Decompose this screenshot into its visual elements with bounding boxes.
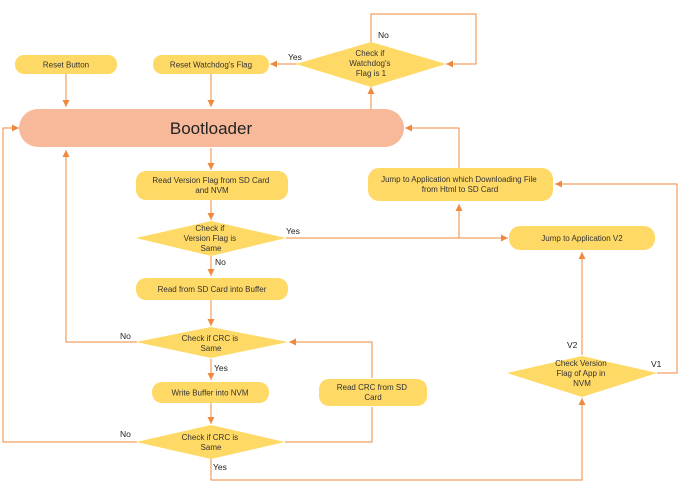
check-watchdog-shape: [296, 42, 446, 87]
check-watchdog-label: Check if Watchdog's Flag is 1: [349, 49, 392, 78]
read-version-line-1: Read Version Flag from SD Card: [152, 176, 269, 185]
jump-v2-shape: [509, 226, 655, 250]
check-version-app-line-1: Check Version: [555, 359, 607, 368]
edge-jump-download-to-bootloader: [405, 124, 460, 168]
jump-download-label: Jump to Application which Downloading Fi…: [381, 175, 539, 194]
check-crc-1-line-1: Check if CRC is: [182, 334, 238, 343]
check-crc-1-shape: [136, 327, 288, 358]
check-crc-2-label: Check if CRC is Same: [182, 433, 241, 452]
check-version-app-node: Check Version Flag of App in NVM: [507, 356, 657, 397]
jump-download-node: Jump to Application which Downloading Fi…: [368, 168, 553, 201]
v2-label: V2: [567, 340, 578, 350]
crc2-yes-label: Yes: [213, 462, 227, 472]
reset-button-node: Reset Button: [15, 55, 117, 74]
v1-label: V1: [651, 359, 662, 369]
reset-watchdog-label: Reset Watchdog's Flag: [170, 61, 252, 70]
read-version-line-2: and NVM: [195, 186, 229, 195]
crc1-no-label: No: [120, 331, 131, 341]
check-crc-2-shape: [136, 425, 285, 459]
read-crc-node: Read CRC from SD Card: [319, 379, 427, 406]
reset-watchdog-shape: [153, 55, 269, 74]
check-crc-1-line-2: Same: [201, 344, 222, 353]
check-watchdog-node: Check if Watchdog's Flag is 1: [296, 42, 446, 87]
check-version-app-line-2: Flag of App in: [556, 369, 605, 378]
check-crc-2-line-2: Same: [201, 443, 222, 452]
edge-labels: No Yes Yes No No Yes No Yes V1 V2: [120, 30, 662, 472]
edge-crc2-to-read-crc: [285, 407, 373, 443]
bootloader-node: Bootloader: [19, 109, 404, 147]
reset-watchdog-node: Reset Watchdog's Flag: [153, 55, 269, 74]
check-crc-2-node: Check if CRC is Same: [136, 425, 285, 459]
check-version-line-1: Check if: [195, 224, 225, 233]
read-crc-line-1: Read CRC from SD: [337, 383, 407, 392]
read-sd-buffer-node: Read from SD Card into Buffer: [136, 278, 288, 300]
edge-crc2-yes: [210, 398, 586, 481]
check-version-app-shape: [507, 356, 657, 397]
check-version-app-line-3: NVM: [573, 379, 591, 388]
check-crc-1-label: Check if CRC is Same: [182, 334, 241, 353]
read-version-shape: [136, 171, 288, 200]
jump-v2-node: Jump to Application V2: [509, 226, 655, 250]
read-crc-label: Read CRC from SD Card: [337, 383, 409, 402]
read-sd-buffer-shape: [136, 278, 288, 300]
edge-crc2-no: [2, 124, 137, 443]
jump-download-line-2: from Html to SD Card: [422, 185, 498, 194]
check-version-shape: [136, 221, 286, 256]
check-crc-1-node: Check if CRC is Same: [136, 327, 288, 358]
watchdog-yes-label: Yes: [288, 52, 302, 62]
read-crc-shape: [319, 379, 427, 406]
check-watchdog-line-2: Watchdog's: [349, 59, 390, 68]
check-watchdog-line-3: Flag is 1: [356, 69, 387, 78]
flowchart-nodes: Reset Button Reset Watchdog's Flag Check…: [15, 42, 657, 459]
read-version-label: Read Version Flag from SD Card and NVM: [152, 176, 271, 195]
read-version-node: Read Version Flag from SD Card and NVM: [136, 171, 288, 200]
reset-button-shape: [15, 55, 117, 74]
write-buffer-label: Write Buffer into NVM: [171, 389, 248, 398]
check-crc-2-line-1: Check if CRC is: [182, 433, 238, 442]
version-no-label: No: [215, 257, 226, 267]
jump-v2-label: Jump to Application V2: [541, 234, 623, 243]
watchdog-no-label: No: [378, 30, 389, 40]
connector-lines: [2, 13, 678, 481]
check-version-app-label: Check Version Flag of App in NVM: [555, 359, 609, 388]
read-crc-line-2: Card: [364, 393, 381, 402]
check-version-line-2: Version Flag is: [184, 234, 236, 243]
write-buffer-node: Write Buffer into NVM: [152, 382, 269, 403]
crc1-yes-label: Yes: [214, 363, 228, 373]
read-sd-buffer-label: Read from SD Card into Buffer: [158, 285, 267, 294]
version-yes-label: Yes: [286, 226, 300, 236]
jump-download-line-1: Jump to Application which Downloading Fi…: [381, 175, 537, 184]
edge-watchdog-no-loop: [370, 13, 477, 68]
edge-app-v1: [555, 180, 678, 374]
check-version-label: Check if Version Flag is Same: [184, 224, 239, 253]
check-watchdog-line-1: Check if: [355, 49, 385, 58]
bootloader-shape: [19, 109, 404, 147]
write-buffer-shape: [152, 382, 269, 403]
edge-crc1-no: [62, 150, 137, 343]
jump-download-shape: [368, 168, 553, 201]
reset-button-label: Reset Button: [43, 61, 89, 70]
check-version-node: Check if Version Flag is Same: [136, 221, 286, 256]
check-version-line-3: Same: [201, 244, 222, 253]
crc2-no-label: No: [120, 429, 131, 439]
edge-read-crc-to-crc1: [289, 338, 373, 378]
bootloader-label: Bootloader: [170, 119, 253, 138]
